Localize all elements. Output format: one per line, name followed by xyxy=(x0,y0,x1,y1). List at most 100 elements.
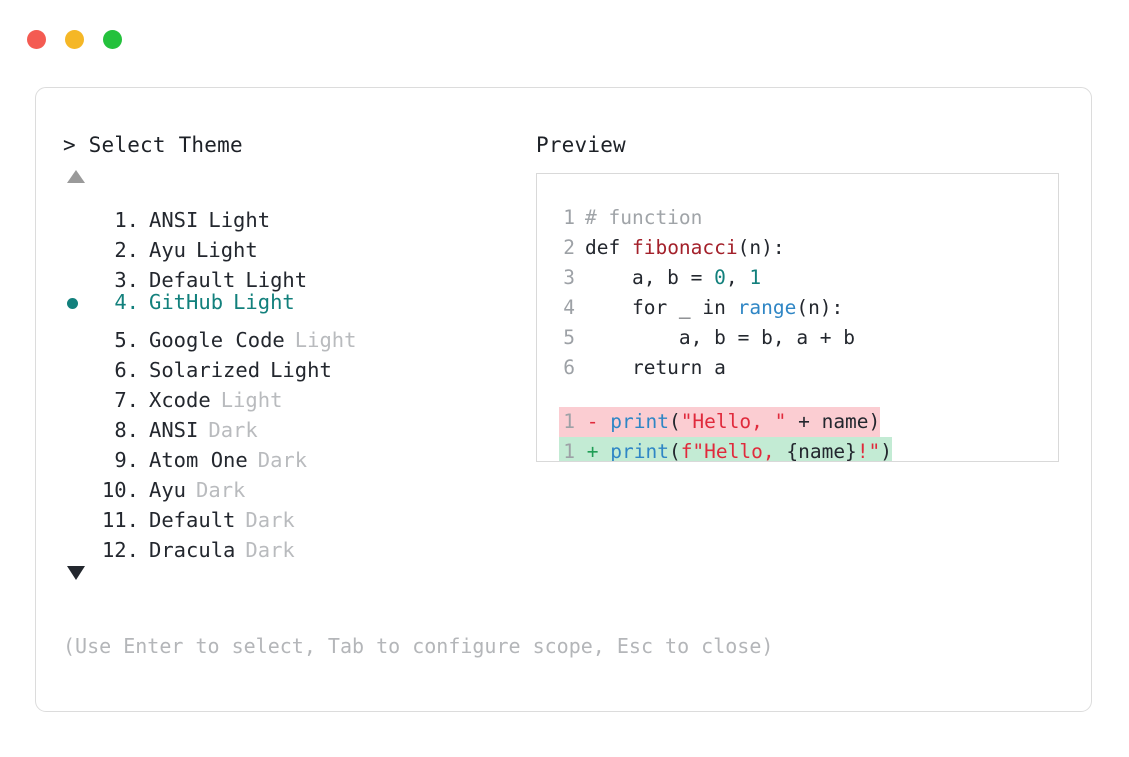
theme-item-index: 5. xyxy=(114,328,139,352)
code-line-number: 6 xyxy=(563,356,575,379)
diff-line-added: 1 + print(f"Hello, {name}!") xyxy=(559,437,1058,462)
diff-sign: + xyxy=(575,440,611,462)
code-line-number: 3 xyxy=(563,266,575,289)
code-line-number: 1 xyxy=(563,206,575,229)
code-line: 2 def fibonacci(n): xyxy=(559,233,1058,263)
code-token: 1 xyxy=(749,266,762,289)
code-token: print xyxy=(610,440,669,462)
code-token: f"Hello, xyxy=(680,440,787,462)
theme-list-item[interactable]: 5. Google Code Light xyxy=(63,317,533,352)
code-line: 1 # function xyxy=(559,203,1058,233)
theme-item-variant: Dark xyxy=(245,538,295,562)
code-token: # function xyxy=(585,206,703,229)
theme-list-item[interactable]: 12. Dracula Dark xyxy=(63,527,533,562)
code-token: a, b = b, a + b xyxy=(585,326,856,349)
theme-item-variant: Light xyxy=(220,388,283,412)
theme-item-name: Ayu xyxy=(149,238,187,262)
theme-item-name: ANSI xyxy=(149,418,199,442)
theme-item-index: 12. xyxy=(101,538,139,562)
triangle-up-icon[interactable] xyxy=(67,170,85,183)
minimize-window-button[interactable] xyxy=(65,30,84,49)
theme-item-name: Xcode xyxy=(149,388,211,412)
code-line: 6 return a xyxy=(559,353,1058,383)
theme-item-index: 10. xyxy=(101,478,139,502)
theme-item-index: 1. xyxy=(114,208,139,232)
theme-list-item[interactable]: 1. ANSI Light xyxy=(63,197,533,232)
code-token: + name) xyxy=(786,410,881,433)
theme-item-name: Ayu xyxy=(149,478,187,502)
selection-bullet-slot xyxy=(63,197,93,227)
triangle-down-icon[interactable] xyxy=(67,566,85,580)
selection-bullet-slot xyxy=(63,467,93,497)
code-token: {name} xyxy=(786,440,857,462)
code-token: (n): xyxy=(737,236,785,259)
maximize-window-button[interactable] xyxy=(103,30,122,49)
diff-line-number: 1 xyxy=(559,437,575,461)
theme-item-name: Atom One xyxy=(149,448,248,472)
theme-item-index: 8. xyxy=(114,418,139,442)
theme-item-name: GitHub xyxy=(149,290,224,314)
theme-item-index: 3. xyxy=(114,268,139,292)
prompt-title: > Select Theme xyxy=(63,133,243,157)
theme-item-variant: Light xyxy=(245,268,308,292)
code-line: 3 a, b = 0, 1 xyxy=(559,263,1058,293)
code-token: 0 xyxy=(714,266,726,289)
selection-bullet-slot xyxy=(63,437,93,467)
theme-item-index: 2. xyxy=(114,238,139,262)
code-line-number: 5 xyxy=(563,326,575,349)
theme-item-variant: Dark xyxy=(196,478,246,502)
code-line-number: 2 xyxy=(563,236,575,259)
theme-item-index: 9. xyxy=(114,448,139,472)
theme-item-name: Dracula xyxy=(149,538,236,562)
theme-item-name: Google Code xyxy=(149,328,285,352)
code-token: ( xyxy=(668,440,681,462)
code-token: , xyxy=(725,266,750,289)
keyboard-hint: (Use Enter to select, Tab to configure s… xyxy=(63,634,774,658)
diff-line-content: + print(f"Hello, {name}!") xyxy=(575,437,893,462)
theme-list-item[interactable]: 10. Ayu Dark xyxy=(63,467,533,502)
code-line-number: 4 xyxy=(563,296,575,319)
code-line-content: a, b = b, a + b xyxy=(585,323,855,353)
code-line-content: def fibonacci(n): xyxy=(585,233,785,263)
selection-bullet-slot xyxy=(63,407,93,437)
code-line-content: return a xyxy=(585,353,726,383)
theme-item-name: ANSI xyxy=(149,208,199,232)
code-line: 4 for _ in range(n): xyxy=(559,293,1058,323)
selection-bullet-slot xyxy=(63,289,93,319)
diff-line-content: - print("Hello, " + name) xyxy=(575,407,881,437)
window-controls xyxy=(27,30,122,49)
theme-item-index: 6. xyxy=(114,358,139,382)
selection-bullet-slot xyxy=(63,347,93,377)
code-token: (n): xyxy=(796,296,844,319)
code-line-content: a, b = 0, 1 xyxy=(585,263,761,293)
theme-item-variant: Dark xyxy=(245,508,295,532)
theme-item-name: Default xyxy=(149,508,236,532)
theme-list-item[interactable]: 8. ANSI Dark xyxy=(63,407,533,442)
theme-item-variant: Light xyxy=(294,328,357,352)
selection-bullet-slot xyxy=(63,227,93,257)
preview-title: Preview xyxy=(536,133,626,157)
code-token: return a xyxy=(585,356,726,379)
theme-item-variant: Dark xyxy=(208,418,258,442)
code-line-content: for _ in range(n): xyxy=(585,293,843,323)
selection-bullet-slot xyxy=(63,377,93,407)
selected-bullet-icon xyxy=(67,298,78,309)
theme-item-variant: Light xyxy=(270,358,332,382)
selection-bullet-slot xyxy=(63,257,93,287)
theme-item-variant: Light xyxy=(208,208,271,232)
close-window-button[interactable] xyxy=(27,30,46,49)
code-diff-spacer xyxy=(537,383,1058,407)
